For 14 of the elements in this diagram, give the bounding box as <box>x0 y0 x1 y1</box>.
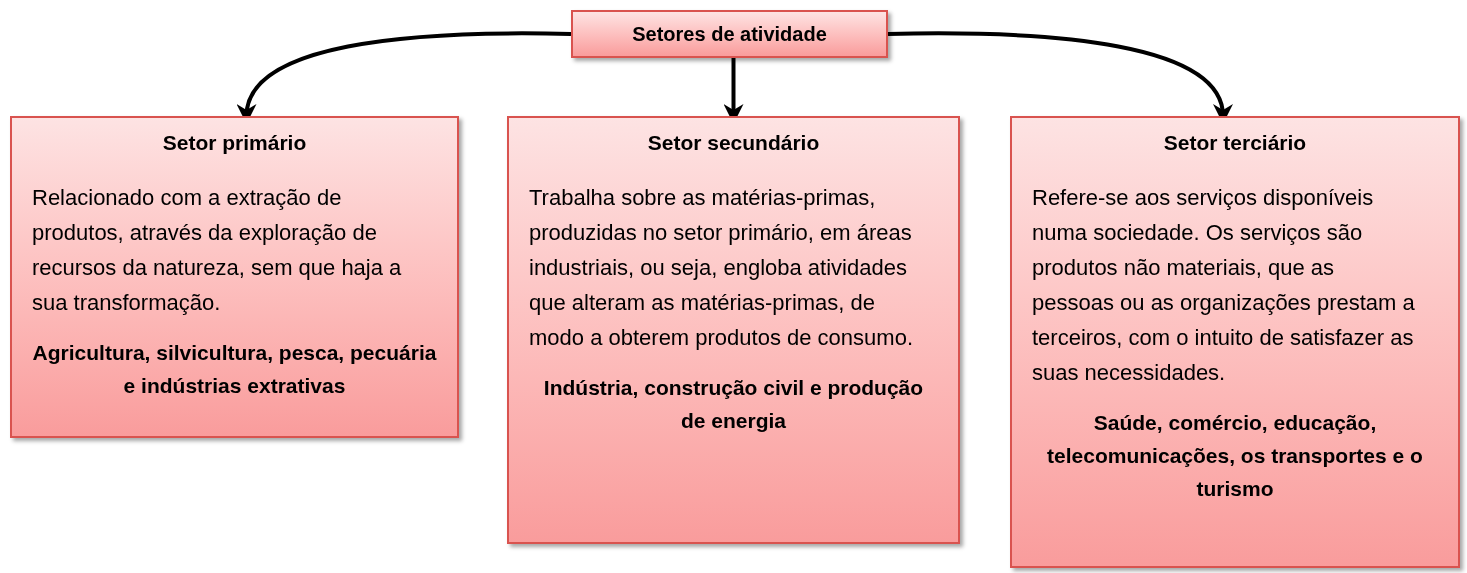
title-box <box>571 10 888 58</box>
sector-description: Trabalha sobre as matérias-primas, produzidas no setor primário, em áreas industriais, ou seja, engloba atividades que alteram as matérias-primas, de modo a obterem produtos de consumo. <box>528 184 914 353</box>
sector-heading: Setor terciário <box>1162 130 1308 156</box>
title-text: Setores de atividade <box>632 22 827 47</box>
sector-description: Relacionado com a extração de produtos, através da exploração de recursos da natureza, sem que haja a sua transformação. <box>31 184 403 318</box>
sector-box <box>507 116 960 544</box>
sector-heading: Setor secundário <box>646 130 821 156</box>
sector-box <box>1010 116 1460 568</box>
sector-description: Refere-se aos serviços disponíveis numa sociedade. Os serviços são produtos não materiais, que as pessoas ou as organizações prestam a terceiros, com o intuito de satisfazer as suas necessidades. <box>1031 184 1416 388</box>
sector-examples: Agricultura, silvicultura, pesca, pecuária e indústrias extrativas <box>31 340 438 400</box>
sector-box <box>10 116 459 438</box>
sector-examples: Saúde, comércio, educação, telecomunicações, os transportes e o turismo <box>1046 410 1424 503</box>
sector-heading: Setor primário <box>161 130 308 156</box>
sector-examples: Indústria, construção civil e produção de energia <box>542 375 925 435</box>
